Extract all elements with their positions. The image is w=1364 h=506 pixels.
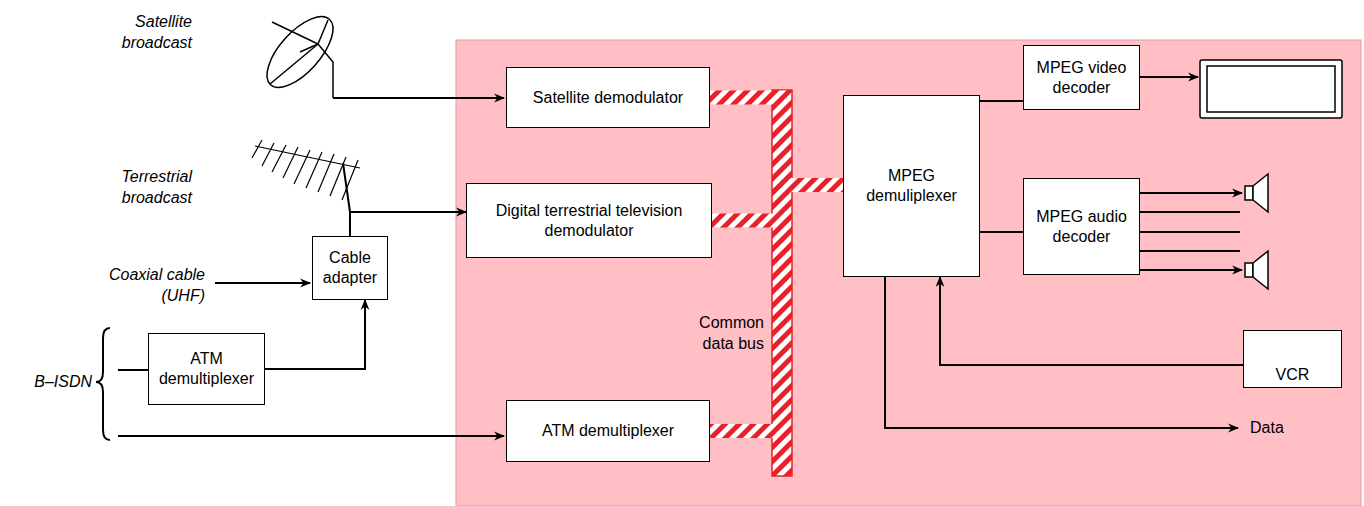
- isdn-feed: [118, 369, 148, 371]
- bus-label: Common data bus: [690, 313, 764, 355]
- box-text: MPEG demuliplexer: [850, 166, 973, 206]
- bus-connector: [710, 185, 843, 431]
- dish-feed: [333, 97, 504, 99]
- box-text: VCR: [1276, 365, 1310, 385]
- box-text: Digital terrestrial television demodulat…: [473, 201, 705, 241]
- isdn-feed: [118, 435, 504, 437]
- box-text: MPEG video decoder: [1030, 58, 1133, 98]
- satellite-dish: [256, 6, 345, 98]
- box-text: MPEG audio decoder: [1030, 207, 1133, 247]
- signal-line: [980, 100, 1023, 102]
- receiver-panel: [456, 40, 1361, 506]
- signal-line: [350, 212, 466, 236]
- demultiplexer-box: MPEG demuliplexer: [843, 95, 980, 277]
- output-label: Data: [1250, 418, 1310, 439]
- demodulator-box: Digital terrestrial television demodulat…: [466, 183, 712, 258]
- box-text: ATM demultiplexer: [155, 349, 258, 389]
- signal-line: [265, 300, 365, 369]
- speaker-symbol: [1245, 174, 1268, 289]
- box-text: Cable adapter: [319, 248, 381, 288]
- network-label: B–ISDN: [4, 372, 92, 393]
- demodulator-box: Satellite demodulator: [506, 67, 710, 128]
- brace: [96, 328, 110, 440]
- demultiplexer-box: ATM demultiplexer: [148, 333, 265, 405]
- source-label: Satellite broadcast: [92, 12, 192, 54]
- video-out: [1140, 76, 1198, 78]
- source-label: Coaxial cable (UHF): [85, 265, 205, 307]
- signal-line: [940, 277, 1243, 365]
- screen: [1200, 60, 1342, 118]
- decoder-box: MPEG audio decoder: [1023, 178, 1140, 275]
- bus-connector: [710, 98, 843, 186]
- source-label: Terrestrial broadcast: [92, 167, 192, 209]
- box-text: Satellite demodulator: [533, 88, 683, 108]
- data-out: [885, 277, 1238, 428]
- decoder-box: MPEG video decoder: [1023, 45, 1140, 110]
- adapter-box: Cable adapter: [312, 236, 388, 300]
- signal-line: [980, 231, 1023, 233]
- audio-out: [1140, 193, 1242, 270]
- box-text: ATM demultiplexer: [542, 421, 674, 441]
- antenna: [252, 140, 360, 212]
- demultiplexer-box: ATM demultiplexer: [506, 400, 710, 462]
- vcr-box: VCR: [1243, 330, 1342, 388]
- coax-feed: [215, 282, 310, 284]
